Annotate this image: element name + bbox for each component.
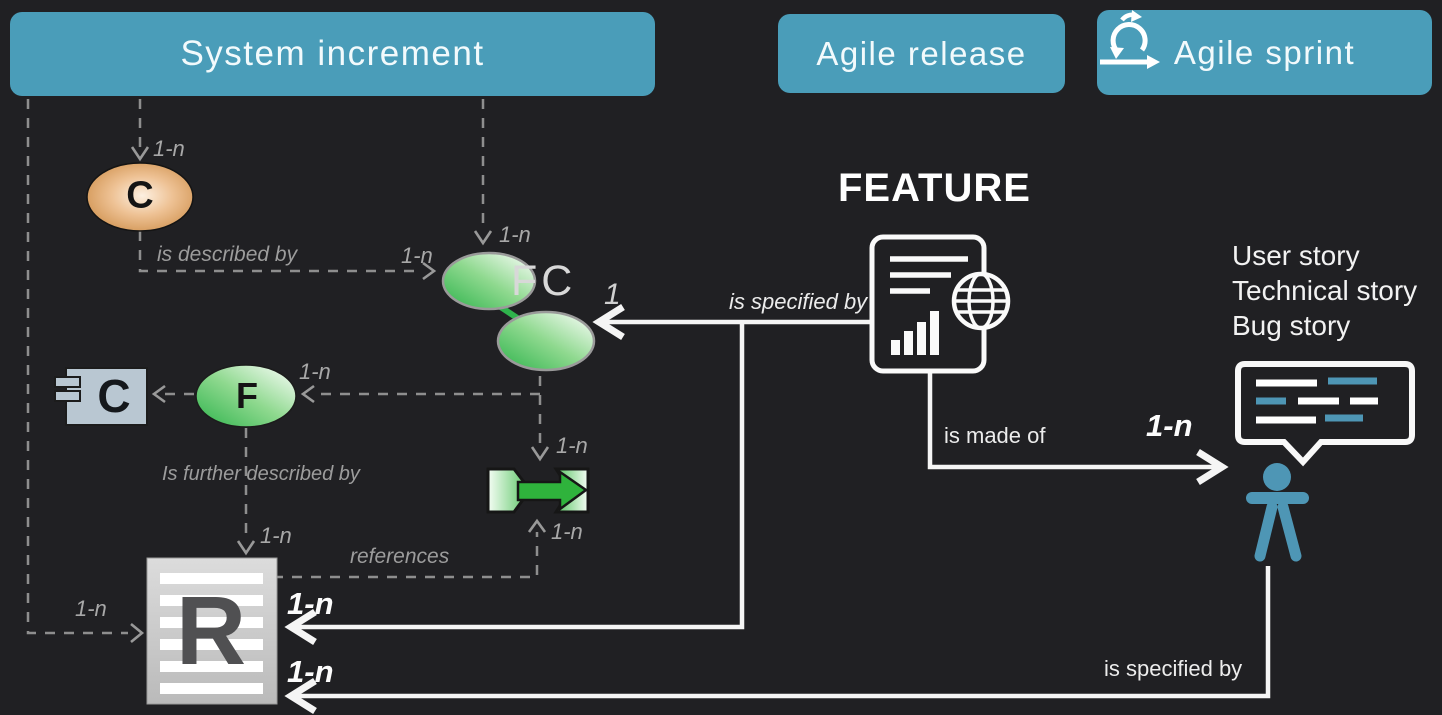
feature-title: FEATURE xyxy=(838,166,1031,210)
function-ellipse xyxy=(195,364,297,428)
sprint-loop-icon xyxy=(1100,10,1160,69)
agile-release-label: Agile release xyxy=(816,34,1027,72)
requirement-letter: R xyxy=(175,575,247,685)
mult-connector-to-requirement: 1-n xyxy=(551,519,583,544)
mult-feature-to-requirement: 1-n xyxy=(287,586,334,621)
is-specified-by-story-label: is specified by xyxy=(1104,656,1243,681)
story-types: User story Technical story Bug story xyxy=(1232,238,1417,343)
system-increment-label: System increment xyxy=(180,34,485,73)
link-system-to-requirement xyxy=(26,99,128,635)
solid-relationship-lines xyxy=(296,319,1271,699)
link-feature-made-of-story xyxy=(927,371,1218,470)
feature-document-icon xyxy=(869,234,1011,374)
fc-cluster xyxy=(441,251,596,372)
mult-fc-to-function: 1-n xyxy=(299,359,331,384)
story-bubble-icon xyxy=(1235,361,1415,467)
bug-story-label: Bug story xyxy=(1232,310,1351,341)
is-further-described-by-label: Is further described by xyxy=(162,463,360,485)
agile-release-pill: Agile release xyxy=(778,14,1065,93)
dashed-relationship-lines xyxy=(26,99,542,635)
component-icon xyxy=(54,367,148,426)
mult-fc-exact-one: 1 xyxy=(604,278,621,311)
user-story-label: User story xyxy=(1232,240,1360,271)
mult-system-to-requirement: 1-n xyxy=(75,596,107,621)
dashed-arrowheads xyxy=(130,146,550,644)
mult-capability-to-fc: 1-n xyxy=(401,243,433,268)
references-label: references xyxy=(350,545,450,568)
bar-chart-icon xyxy=(891,311,939,355)
mult-story-to-requirement: 1-n xyxy=(287,654,334,689)
requirement-document-icon xyxy=(146,557,278,705)
globe-icon xyxy=(951,271,1011,331)
system-increment-pill: System increment xyxy=(10,12,655,96)
mult-system-to-fc: 1-n xyxy=(499,222,531,247)
link-references xyxy=(273,532,539,579)
link-feature-to-requirement xyxy=(296,322,745,630)
agile-sprint-label: Agile sprint xyxy=(1173,33,1356,71)
is-specified-by-feature-label: is specified by xyxy=(729,289,868,314)
mult-system-to-capability: 1-n xyxy=(153,136,185,161)
mult-fc-to-connector: 1-n xyxy=(556,433,588,458)
solid-arrowheads xyxy=(284,304,1229,714)
capability-ellipse xyxy=(86,162,194,232)
fc-cluster-label: FC xyxy=(511,257,577,305)
is-described-by-label: is described by xyxy=(157,243,298,266)
mult-feature-to-story: 1-n xyxy=(1146,408,1193,443)
link-capability-to-fc xyxy=(138,231,420,273)
technical-story-label: Technical story xyxy=(1232,275,1418,306)
function-letter: F xyxy=(236,375,258,417)
connector-icon xyxy=(486,467,590,514)
is-made-of-label: is made of xyxy=(944,423,1046,448)
capability-letter: C xyxy=(126,174,154,217)
mult-function-to-requirement: 1-n xyxy=(260,523,292,548)
person-icon xyxy=(1246,463,1309,562)
component-letter: C xyxy=(97,369,131,422)
link-story-to-requirement xyxy=(296,566,1271,699)
agile-sprint-pill: Agile sprint xyxy=(1097,10,1432,95)
